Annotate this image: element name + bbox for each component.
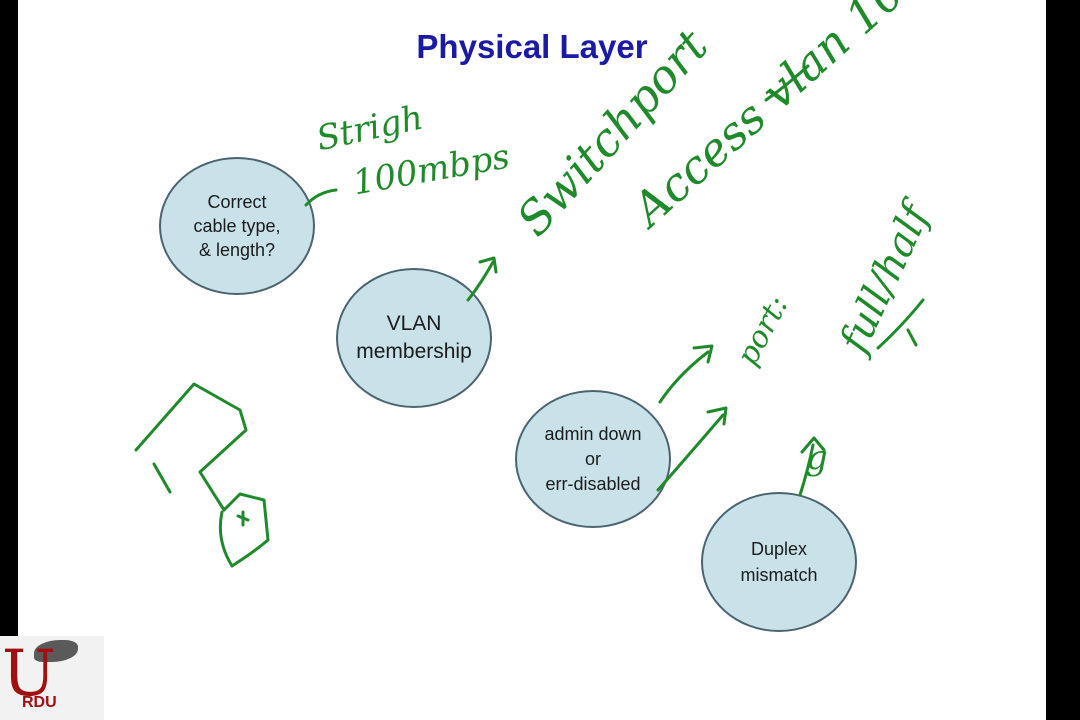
node-line: Duplex <box>750 539 807 559</box>
node-line: & length? <box>198 240 276 260</box>
node-cable-type: Correct cable type, & length? <box>159 157 315 295</box>
node-label: Correct cable type, & length? <box>193 190 280 262</box>
node-label: VLAN membership <box>356 310 472 366</box>
node-line: or <box>584 448 601 469</box>
node-line: err-disabled <box>545 473 641 494</box>
slide-title: Physical Layer <box>416 28 648 65</box>
channel-logo: U RDU <box>0 636 104 720</box>
node-line: cable type, <box>193 216 281 236</box>
node-vlan-membership: VLAN membership <box>336 268 492 408</box>
slide: Physical Layer Correct cable type, & len… <box>18 0 1046 720</box>
ink-arrow-vlan <box>466 256 498 302</box>
ink-arrow-duplex <box>798 436 826 497</box>
node-line: mismatch <box>740 565 818 585</box>
node-label: Duplex mismatch <box>740 536 817 588</box>
handwritten-note-g: g <box>806 438 828 478</box>
ink-arrow-port-upper <box>658 344 714 404</box>
node-line: VLAN <box>386 312 442 335</box>
logo-letter: U <box>2 637 56 711</box>
ink-strike-half <box>876 298 925 350</box>
node-line: membership <box>356 340 472 363</box>
ink-sketch-box <box>134 382 270 568</box>
ink-sketch-dot <box>236 510 250 527</box>
ink-underline-vlan <box>764 64 810 102</box>
node-line: admin down <box>544 423 642 444</box>
logo-text: RDU <box>22 694 57 711</box>
node-admin-down: admin down or err-disabled <box>515 390 671 528</box>
node-label: admin down or err-disabled <box>544 422 641 497</box>
node-duplex-mismatch: Duplex mismatch <box>701 492 857 632</box>
ink-connector-cable <box>304 188 338 207</box>
ink-arrow-port-lower <box>656 406 728 492</box>
ink-annotations <box>134 64 925 568</box>
bird-icon <box>34 640 78 662</box>
node-line: Correct <box>207 192 267 212</box>
